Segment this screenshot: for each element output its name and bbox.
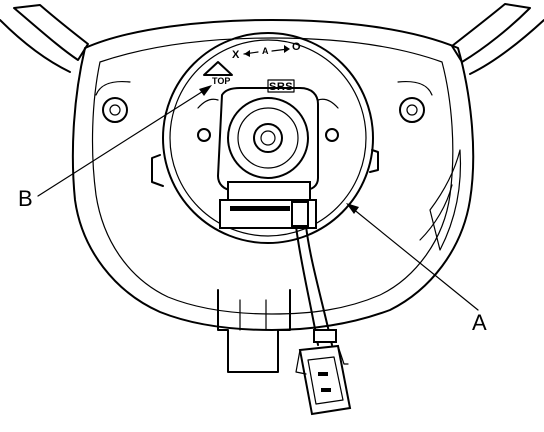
right-boss-outline <box>397 80 433 96</box>
leader-arrow-a <box>346 203 359 214</box>
direction-marks: X A O <box>232 41 301 61</box>
rotor-center-hole <box>253 123 283 153</box>
rotor-right-lug <box>325 128 339 142</box>
rotor-left-lug <box>197 128 211 142</box>
reel-right-tab <box>369 149 379 173</box>
srs-text: SRS <box>269 81 293 93</box>
left-mounting-hole <box>102 97 128 123</box>
harness-connector-plug <box>295 344 352 416</box>
direction-mark-x: X <box>232 49 240 61</box>
leader-line-b <box>37 87 209 197</box>
callout-a: A <box>346 203 487 335</box>
reel-left-tab <box>151 154 164 187</box>
leader-line-a <box>351 207 479 311</box>
srs-marking: SRS <box>267 79 295 93</box>
wire-clip <box>313 329 337 343</box>
direction-mark-mid: A <box>262 46 269 56</box>
direction-mark-o: O <box>292 41 301 53</box>
harness-wire <box>295 225 337 346</box>
steering-wheel-spokes <box>0 3 544 75</box>
top-mark-text: TOP <box>212 76 230 86</box>
callout-label-a: A <box>472 310 487 335</box>
rotor-housing <box>217 87 319 191</box>
srs-box <box>267 79 295 93</box>
lower-column-stub <box>217 289 291 373</box>
callout-label-b: B <box>18 186 33 211</box>
top-arrow-icon <box>203 61 233 76</box>
rotor-inner-ring <box>237 107 299 169</box>
left-boss-outline <box>95 80 131 96</box>
reel-connector-latch <box>291 201 309 227</box>
callout-b: B <box>18 85 212 211</box>
arrow-right-head <box>284 45 290 53</box>
right-mounting-hole <box>399 97 425 123</box>
top-mark: TOP <box>203 61 233 86</box>
cable-reel <box>151 32 379 244</box>
leader-arrow-b <box>199 85 212 96</box>
rotor-outer-ring <box>227 97 309 179</box>
arrow-left-head <box>244 50 250 57</box>
hub-housing <box>71 19 475 331</box>
